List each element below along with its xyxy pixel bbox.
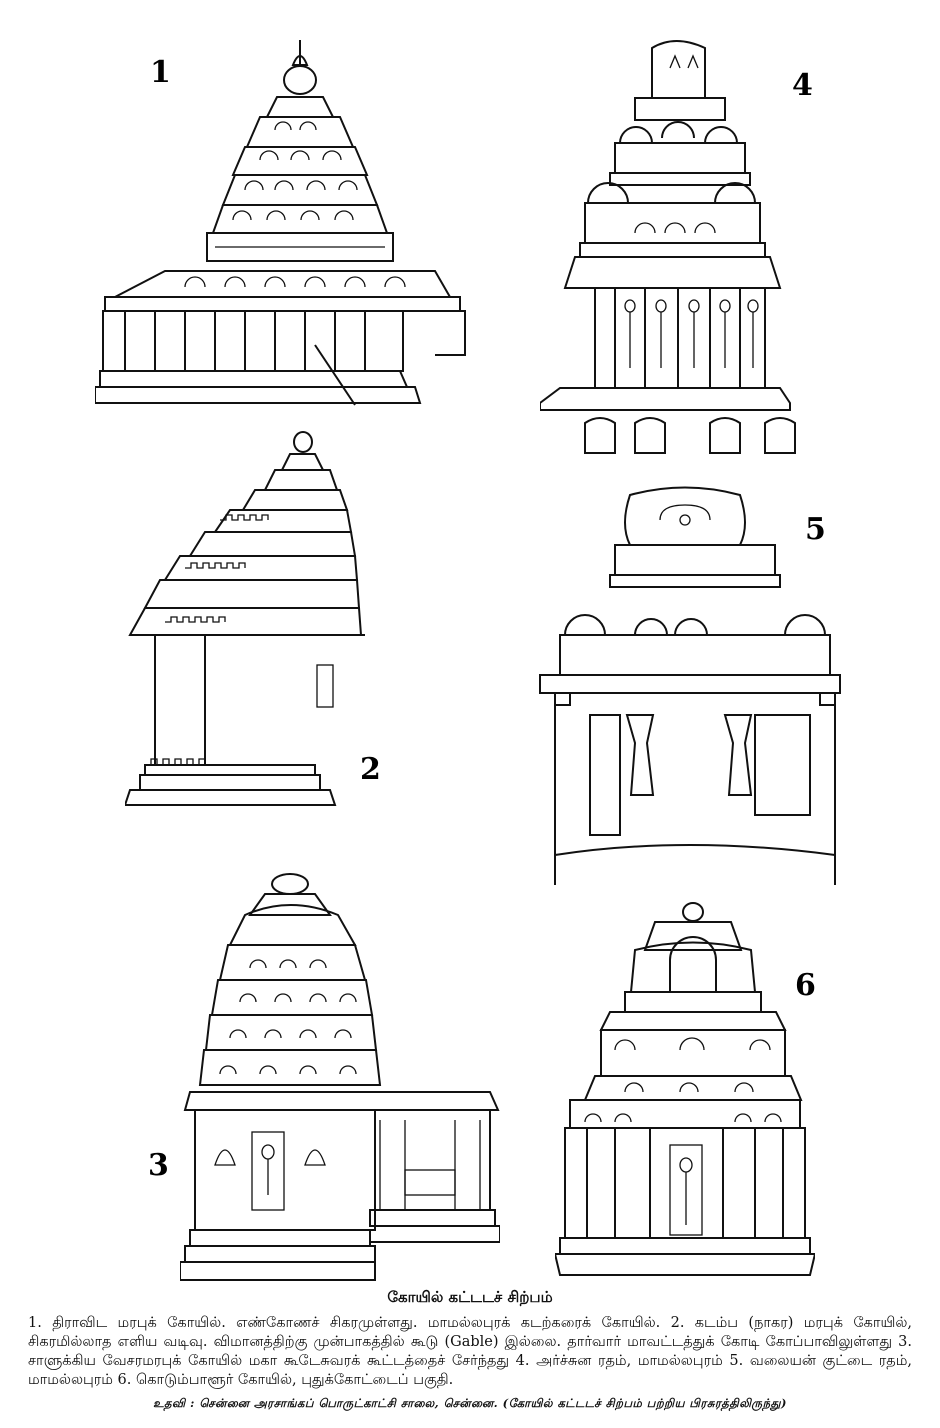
caption-body: 1. திராவிட மரபுக் கோயில். எண்கோணச் சிகரம… xyxy=(28,1315,912,1388)
temple-drawing-2 xyxy=(125,430,365,825)
temple-drawing-5 xyxy=(535,485,845,890)
figure-number-4: 4 xyxy=(792,68,813,103)
figure-number-6: 6 xyxy=(795,968,816,1003)
temple-drawing-6 xyxy=(555,900,815,1285)
temple-drawing-4 xyxy=(540,38,800,468)
temple-drawing-3 xyxy=(180,870,500,1290)
figure-number-3: 3 xyxy=(148,1148,169,1183)
caption-credit: உதவி : சென்னை அரசாங்கப் பொருட்காட்சி சால… xyxy=(153,1396,787,1410)
figure-number-1: 1 xyxy=(150,55,171,90)
temple-drawing-1 xyxy=(95,35,480,415)
figure-number-2: 2 xyxy=(360,752,381,787)
figure-number-5: 5 xyxy=(805,512,826,547)
caption-title: கோயில் கட்டடச் சிற்பம் xyxy=(387,1288,553,1306)
caption-block: கோயில் கட்டடச் சிற்பம் 1. திராவிட மரபுக்… xyxy=(28,1288,912,1412)
